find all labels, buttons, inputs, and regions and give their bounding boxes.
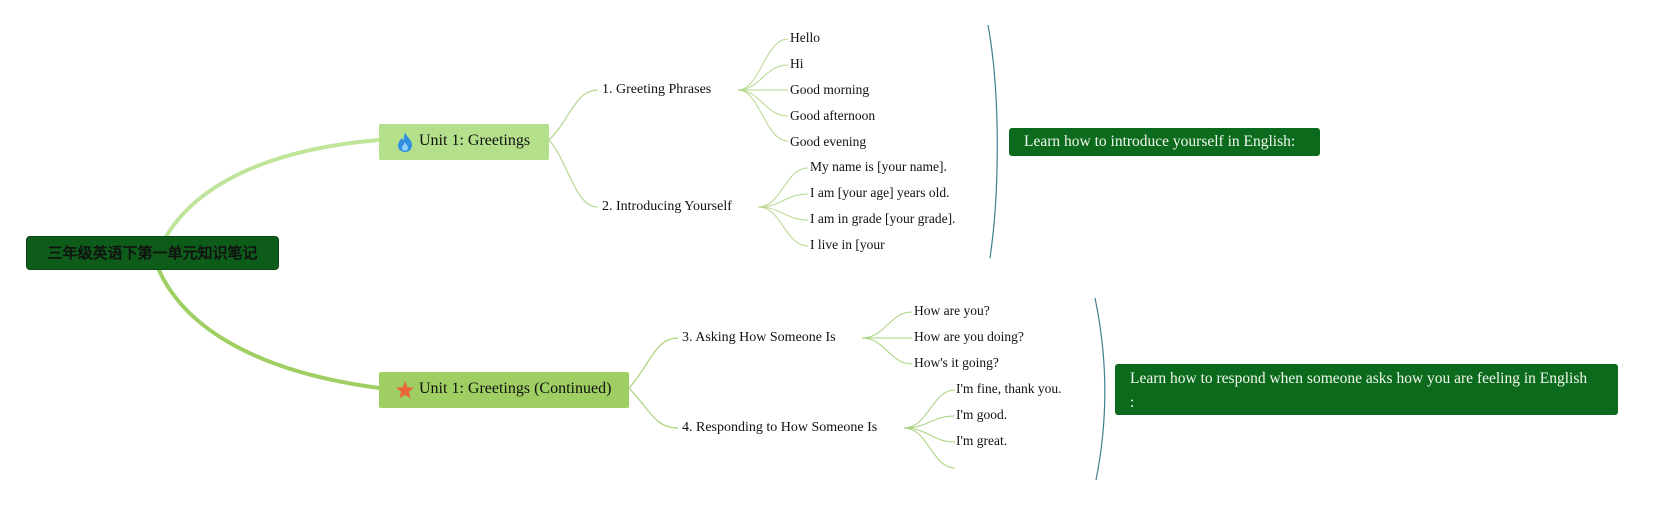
leaf-item[interactable]: How's it going?: [914, 355, 999, 370]
leaf-item[interactable]: Hi: [790, 56, 804, 71]
summary-bracket-2: [1094, 297, 1106, 481]
summary-label: Learn how to introduce yourself in Engli…: [1024, 133, 1296, 150]
topic-3-leaf-links: [861, 311, 913, 365]
root-node[interactable]: 三年级英语下第一单元知识笔记: [26, 236, 279, 270]
branch-2-topic-3-link: [628, 337, 679, 389]
leaf-item[interactable]: I'm fine, thank you.: [956, 381, 1062, 396]
branch-node-greetings-continued[interactable]: Unit 1: Greetings (Continued): [379, 372, 629, 408]
root-to-branch-2-link: [156, 267, 380, 390]
star-icon: [395, 379, 415, 401]
topic-2-leaf-links: [757, 167, 809, 247]
branch-1-topic-1-link: [548, 89, 599, 141]
leaf-item[interactable]: I'm great.: [956, 433, 1008, 448]
topic-greeting-phrases[interactable]: 1. Greeting Phrases: [602, 82, 712, 97]
summary-label: Learn how to respond when someone asks h…: [1130, 370, 1588, 411]
leaf-item[interactable]: How are you?: [914, 303, 990, 318]
leaf-item[interactable]: I am in grade [your grade].: [810, 211, 956, 226]
leaf-item[interactable]: I live in [your: [810, 237, 885, 252]
branch-2-topic-4-link: [628, 387, 679, 429]
branch-node-greetings[interactable]: Unit 1: Greetings: [379, 124, 549, 160]
root-label: 三年级英语下第一单元知识笔记: [47, 246, 258, 262]
summary-node-introduce-yourself[interactable]: Learn how to introduce yourself in Engli…: [1009, 128, 1320, 156]
leaf-item[interactable]: Good afternoon: [790, 108, 876, 123]
leaf-item[interactable]: My name is [your name].: [810, 159, 947, 174]
root-to-branch-1-link: [156, 138, 380, 253]
summary-bracket-1: [987, 24, 998, 259]
topic-responding-to-how-someone-is[interactable]: 4. Responding to How Someone Is: [682, 420, 878, 435]
leaf-item[interactable]: How are you doing?: [914, 329, 1024, 344]
topic-introducing-yourself[interactable]: 2. Introducing Yourself: [602, 199, 732, 214]
branch-label: Unit 1: Greetings (Continued): [419, 380, 612, 397]
branch-label: Unit 1: Greetings: [419, 132, 531, 149]
leaf-item[interactable]: Good morning: [790, 82, 870, 97]
summary-node-respond-feelings[interactable]: Learn how to respond when someone asks h…: [1115, 364, 1618, 415]
leaf-item[interactable]: I'm good.: [956, 407, 1008, 422]
leaf-item[interactable]: Good evening: [790, 134, 867, 149]
leaf-item[interactable]: I am [your age] years old.: [810, 185, 950, 200]
topic-1-leaf-links: [737, 38, 789, 142]
branch-1-topic-2-link: [548, 139, 599, 208]
topic-asking-how-someone-is[interactable]: 3. Asking How Someone Is: [682, 330, 836, 345]
topic-4-leaf-links: [903, 389, 956, 469]
leaf-item[interactable]: Hello: [790, 30, 820, 45]
flame-icon: [395, 131, 415, 153]
